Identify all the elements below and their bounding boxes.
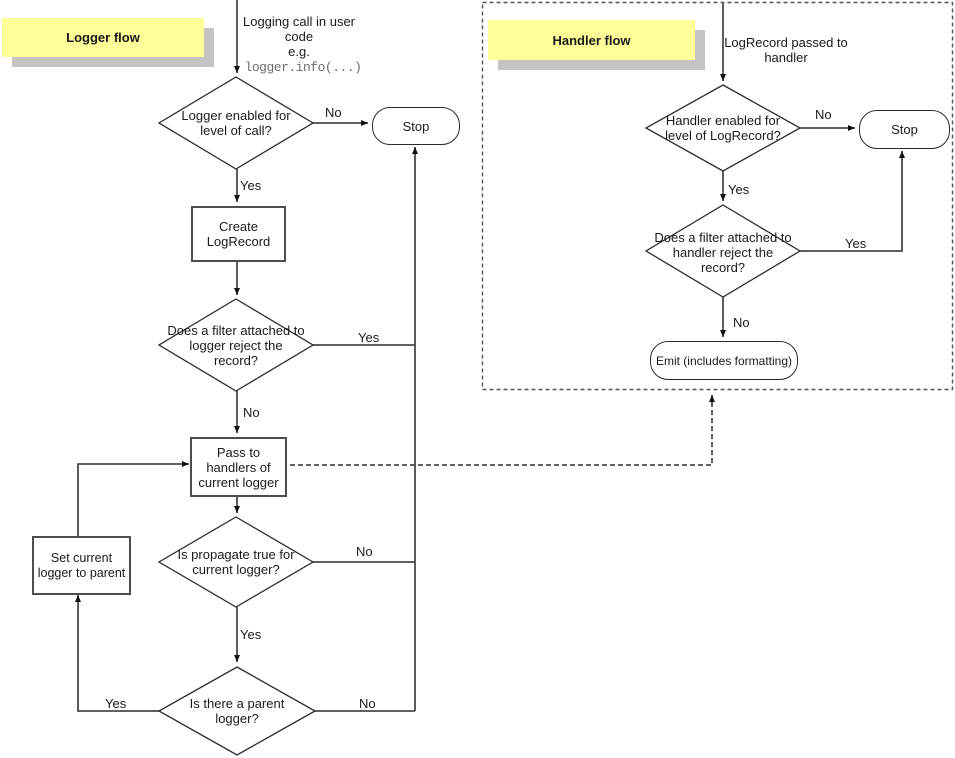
label-propagate-yes: Yes — [240, 627, 262, 642]
handler-stop-label: Stop — [891, 122, 918, 137]
label-parent-yes: Yes — [105, 696, 127, 711]
pass-to-handlers-box: Pass to handlers of current logger — [190, 437, 287, 497]
label-handler-enabled-no: No — [815, 107, 832, 122]
set-current-logger-label: Set current logger to parent — [37, 550, 126, 580]
logger-flow-note: Logger flow — [2, 18, 204, 57]
label-enabled-yes: Yes — [240, 178, 262, 193]
create-logrecord-label: Create LogRecord — [206, 219, 271, 249]
logger-stop-terminator: Stop — [372, 107, 460, 145]
label-filter-no: No — [243, 405, 260, 420]
label-enabled-no: No — [325, 105, 342, 120]
decision-logger-enabled — [157, 76, 315, 170]
create-logrecord-box: Create LogRecord — [191, 206, 286, 262]
label-handler-enabled-yes: Yes — [728, 182, 750, 197]
decision-propagate — [157, 516, 315, 608]
label-parent-no: No — [359, 696, 376, 711]
emit-label: Emit (includes formatting) — [655, 353, 793, 368]
decision-parent-logger-label: Is there a parent logger? — [189, 696, 285, 726]
handler-flow-boundary — [481, 1, 954, 391]
decision-handler-enabled — [644, 84, 802, 172]
decision-parent-logger — [157, 666, 317, 756]
label-handler-filter-no: No — [733, 315, 750, 330]
handler-flow-note-label: Handler flow — [552, 32, 631, 48]
logger-flow-note-label: Logger flow — [66, 30, 140, 45]
logger-entry-text: Logging call in user code — [242, 14, 356, 44]
connector-hfilter-yes-to-stop — [800, 151, 905, 252]
logger-stop-label: Stop — [402, 118, 430, 134]
decision-logger-enabled-label: Logger enabled for level of call? — [181, 108, 291, 138]
pass-to-handlers-label: Pass to handlers of current logger — [198, 444, 279, 490]
label-propagate-no: No — [356, 544, 373, 559]
label-filter-yes: Yes — [358, 330, 380, 345]
connector-pass-to-handler-flow-dashed — [282, 395, 715, 466]
label-handler-filter-yes: Yes — [845, 236, 867, 251]
handler-stop-terminator: Stop — [859, 110, 950, 149]
logger-entry-code: logger.info(...) — [244, 60, 362, 75]
handler-entry-text: LogRecord passed to handler — [724, 35, 848, 65]
decision-logger-filter — [157, 298, 315, 392]
decision-handler-filter-label: Does a filter attached to handler reject… — [654, 229, 792, 275]
handler-flow-note: Handler flow — [488, 20, 695, 60]
decision-logger-filter-label: Does a filter attached to logger reject … — [167, 322, 305, 368]
decision-handler-filter — [644, 204, 802, 298]
connector-parent-yes-to-set — [75, 595, 159, 712]
connector-set-to-pass — [77, 461, 189, 536]
decision-propagate-label: Is propagate true for current logger? — [177, 547, 295, 577]
decision-handler-enabled-label: Handler enabled for level of LogRecord? — [665, 113, 781, 143]
set-current-logger-box: Set current logger to parent — [32, 536, 131, 595]
emit-terminator: Emit (includes formatting) — [650, 341, 798, 380]
logger-entry-eg: e.g. — [288, 44, 310, 59]
